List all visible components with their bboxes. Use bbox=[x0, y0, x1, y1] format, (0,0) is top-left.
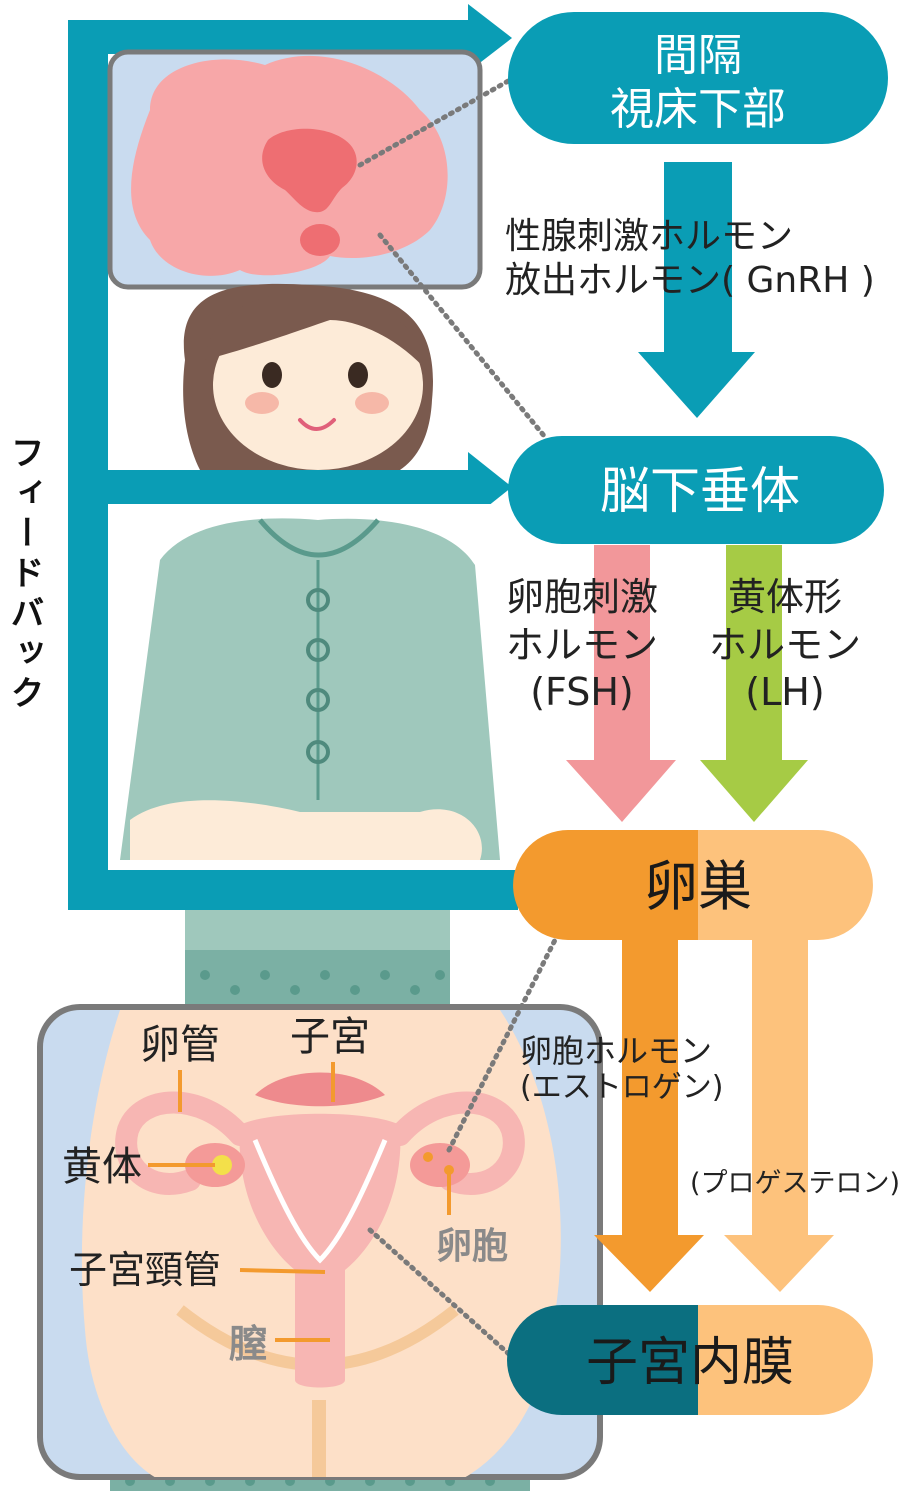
gnrh-arrow bbox=[638, 162, 755, 418]
skirt bbox=[185, 950, 450, 1007]
lh-line1: 黄体形 bbox=[728, 575, 842, 619]
left-eye bbox=[262, 362, 282, 388]
woman-illustration bbox=[110, 283, 530, 1491]
left-oviduct bbox=[115, 1091, 251, 1195]
right-eye bbox=[348, 362, 368, 388]
lh-line3: (LH) bbox=[745, 670, 824, 714]
uterus-body bbox=[239, 1113, 401, 1388]
right-ovary bbox=[410, 1143, 470, 1187]
label-oviduct: 卵管 bbox=[140, 1022, 220, 1068]
feedback-label: フィードバック bbox=[4, 435, 44, 715]
pituitary-region bbox=[300, 224, 340, 256]
dotted-connectors bbox=[357, 77, 558, 1358]
fsh-line1: 卵胞刺激 bbox=[506, 575, 658, 619]
button-4 bbox=[306, 740, 330, 764]
lh-line2: ホルモン bbox=[709, 623, 861, 667]
gnrh-line2: 放出ホルモン( GnRH ) bbox=[505, 260, 875, 301]
pituitary-label: 脳下垂体 bbox=[600, 462, 800, 520]
left-cheek bbox=[245, 392, 279, 414]
button-2 bbox=[306, 638, 330, 662]
ovary-label: 卵巣 bbox=[644, 855, 752, 918]
fsh-arrow bbox=[566, 545, 676, 822]
button-3 bbox=[306, 688, 330, 712]
hypothalamus-line2: 視床下部 bbox=[610, 84, 786, 135]
estrogen-line2: (エストロゲン) bbox=[520, 1070, 723, 1105]
pituitary-node: 脳下垂体 bbox=[508, 436, 884, 544]
uterus-fundus bbox=[255, 1072, 385, 1107]
button-1 bbox=[306, 588, 330, 612]
mouth bbox=[298, 418, 336, 431]
ovary-node: 卵巣 bbox=[513, 830, 873, 940]
feedback-arrow-top bbox=[468, 4, 512, 72]
feedback-frame bbox=[68, 4, 518, 910]
uterine-cavity bbox=[252, 1139, 388, 1264]
progesterone-label: (プロゲステロン) bbox=[690, 1168, 900, 1199]
endometrium-node: 子宮内膜 bbox=[507, 1305, 873, 1415]
right-cheek bbox=[355, 392, 389, 414]
lh-arrow bbox=[700, 545, 808, 822]
right-oviduct bbox=[389, 1091, 525, 1195]
fsh-line2: ホルモン bbox=[506, 623, 658, 667]
hands bbox=[130, 800, 482, 860]
label-corpus-luteum: 黄体 bbox=[62, 1144, 142, 1190]
hypothalamus-region bbox=[262, 128, 357, 213]
fsh-line3: (FSH) bbox=[530, 670, 634, 714]
jacket bbox=[120, 518, 500, 860]
collar bbox=[258, 518, 380, 558]
progesterone-arrow bbox=[724, 940, 834, 1292]
label-cervix: 子宮頸管 bbox=[69, 1248, 221, 1292]
label-uterus: 子宮 bbox=[290, 1014, 370, 1060]
bangs bbox=[205, 292, 428, 372]
hypothalamus-line1: 間隔 bbox=[654, 30, 742, 81]
face bbox=[213, 300, 423, 470]
estrogen-arrow bbox=[594, 940, 704, 1292]
corpus-luteum-dot bbox=[212, 1155, 232, 1175]
endometrium-label: 子宮内膜 bbox=[586, 1333, 794, 1393]
gnrh-line1: 性腺刺激ホルモン bbox=[505, 216, 793, 257]
brain-panel bbox=[107, 49, 483, 290]
hypothalamus-node: 間隔 視床下部 bbox=[508, 12, 888, 144]
label-vagina: 膣 bbox=[229, 1322, 267, 1366]
anatomy-panel: 卵管 子宮 黄体 子宮頸管 卵胞 膣 bbox=[37, 1004, 603, 1480]
label-follicle: 卵胞 bbox=[436, 1226, 508, 1267]
estrogen-line1: 卵胞ホルモン bbox=[520, 1032, 712, 1070]
